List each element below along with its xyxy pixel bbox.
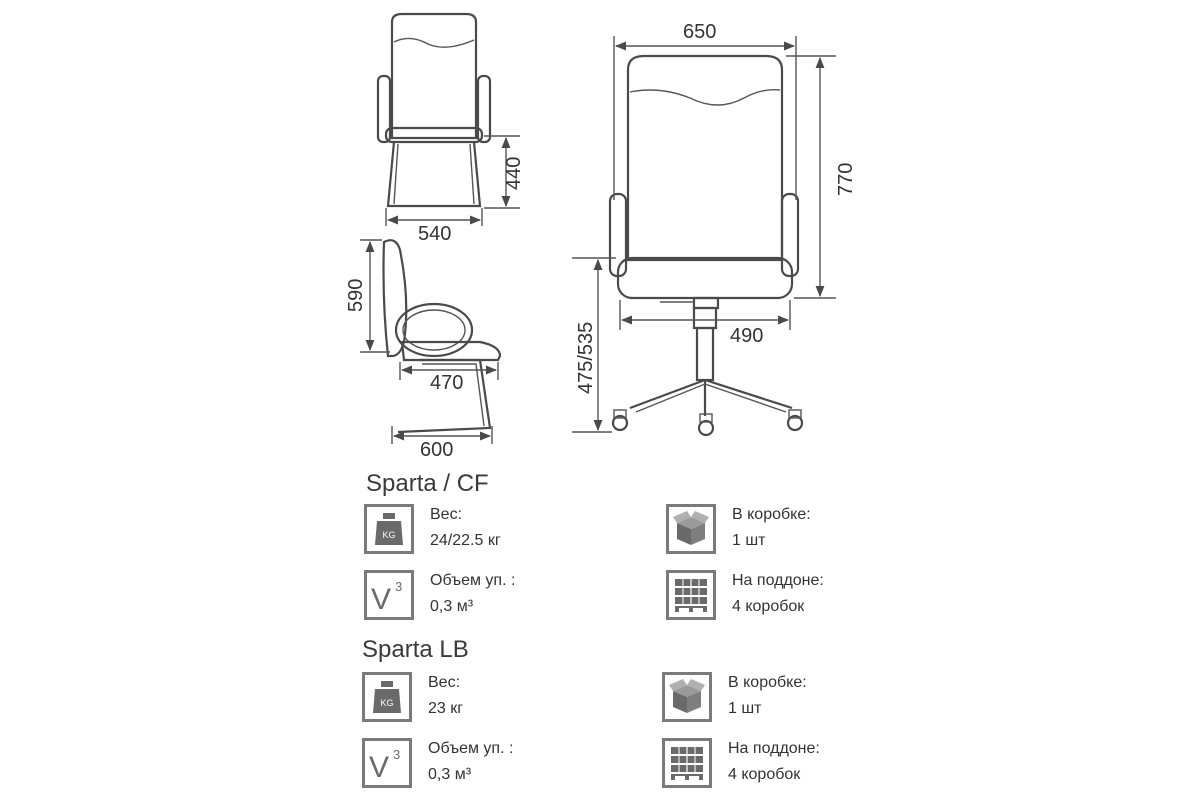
spec-box: В коробке: 1 шт bbox=[666, 504, 946, 562]
office-chair-front-view: 650 770 490 475/535 bbox=[572, 21, 857, 437]
spec-pallet: На поддоне: 4 коробок bbox=[662, 738, 942, 796]
pallet-icon bbox=[662, 738, 712, 788]
kg-weight-icon: KG bbox=[362, 672, 412, 722]
volume-cube-icon: V 3 bbox=[362, 738, 412, 788]
pallet-icon bbox=[666, 570, 716, 620]
spec-volume: V 3 Объем уп. : 0,3 м³ bbox=[364, 570, 644, 628]
svg-text:V: V bbox=[371, 583, 391, 616]
weight-label: Вес: bbox=[430, 506, 463, 523]
pallet-label: На поддоне: bbox=[728, 740, 820, 757]
volume-label: Объем уп. : bbox=[428, 740, 514, 757]
volume-value: 0,3 м³ bbox=[428, 766, 472, 783]
volume-label: Объем уп. : bbox=[430, 572, 516, 589]
spec-weight: KG Вес: 24/22.5 кг bbox=[364, 504, 644, 562]
pallet-value: 4 коробок bbox=[732, 598, 805, 615]
box-value: 1 шт bbox=[732, 532, 766, 549]
svg-text:3: 3 bbox=[395, 579, 402, 594]
dim-visitor-seat-height: 440 bbox=[503, 157, 525, 190]
box-value: 1 шт bbox=[728, 700, 762, 717]
weight-value: 24/22.5 кг bbox=[430, 532, 501, 549]
dim-front-width: 650 bbox=[683, 21, 716, 43]
dim-side-back-height: 590 bbox=[345, 279, 367, 312]
dim-side-depth: 600 bbox=[420, 439, 453, 460]
visitor-side-view: 590 470 600 bbox=[345, 239, 502, 460]
dim-visitor-width: 540 bbox=[418, 223, 451, 245]
weight-label: Вес: bbox=[428, 674, 461, 691]
box-icon bbox=[662, 672, 712, 722]
svg-text:KG: KG bbox=[380, 698, 393, 708]
weight-value: 23 кг bbox=[428, 700, 464, 717]
box-label: В коробке: bbox=[728, 674, 807, 691]
visitor-front-view: 540 440 bbox=[376, 12, 525, 245]
spec-volume: V 3 Объем уп. : 0,3 м³ bbox=[362, 738, 642, 796]
dim-seat-height: 475/535 bbox=[575, 322, 597, 394]
svg-text:V: V bbox=[369, 751, 389, 784]
spec-weight: KG Вес: 23 кг bbox=[362, 672, 642, 730]
pallet-value: 4 коробок bbox=[728, 766, 801, 783]
kg-weight-icon: KG bbox=[364, 504, 414, 554]
box-icon bbox=[666, 504, 716, 554]
dim-seat-width: 490 bbox=[730, 325, 763, 347]
pallet-label: На поддоне: bbox=[732, 572, 824, 589]
product-title: Sparta / CF bbox=[366, 470, 489, 497]
box-label: В коробке: bbox=[732, 506, 811, 523]
chair-technical-drawing: 540 440 590 470 600 bbox=[345, 12, 857, 460]
volume-value: 0,3 м³ bbox=[430, 598, 474, 615]
spec-box: В коробке: 1 шт bbox=[662, 672, 942, 730]
dim-front-height: 770 bbox=[835, 163, 857, 196]
product-title: Sparta LB bbox=[362, 636, 469, 663]
volume-cube-icon: V 3 bbox=[364, 570, 414, 620]
dim-side-seat-depth: 470 bbox=[430, 372, 463, 394]
svg-text:3: 3 bbox=[393, 747, 400, 762]
svg-text:KG: KG bbox=[382, 530, 395, 540]
spec-pallet: На поддоне: 4 коробок bbox=[666, 570, 946, 628]
